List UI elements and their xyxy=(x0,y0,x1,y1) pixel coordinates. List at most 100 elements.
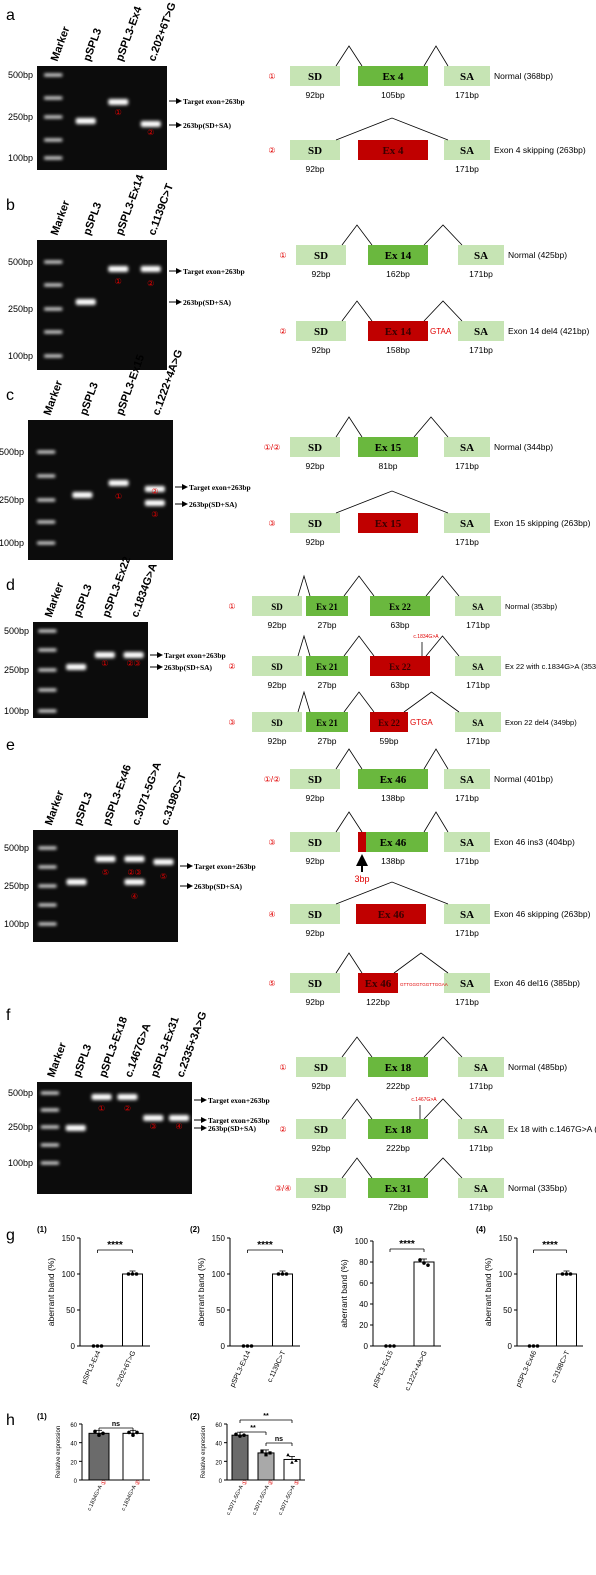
exon-size: 27bp xyxy=(318,736,337,746)
skip-line xyxy=(335,881,449,905)
sa-box-label: SA xyxy=(472,662,484,672)
y-tick-label: 80 xyxy=(359,1258,368,1267)
data-point xyxy=(268,1451,272,1455)
chart-sublabel: (2) xyxy=(190,1225,200,1234)
marker-band xyxy=(38,648,57,652)
sd-size: 92bp xyxy=(312,1143,331,1153)
gel-lane-label: pSPL3 xyxy=(72,583,95,619)
x-tick-mark: ② xyxy=(134,1479,143,1487)
splice-line xyxy=(343,575,375,597)
marker-band xyxy=(38,903,57,907)
sd-size: 92bp xyxy=(312,269,331,279)
sa-size: 171bp xyxy=(466,736,490,746)
panel-letter: a xyxy=(6,7,15,24)
sd-box xyxy=(290,140,340,160)
marker-band xyxy=(44,138,63,142)
y-tick-label: 60 xyxy=(359,1279,368,1288)
significance-label: ns xyxy=(275,1436,283,1443)
splice-line xyxy=(423,811,449,833)
marker-band xyxy=(37,520,56,524)
gel-size-label: 100bp xyxy=(0,538,24,548)
splice-line xyxy=(423,1098,463,1120)
splice-line xyxy=(343,691,375,713)
marker-band xyxy=(38,709,57,713)
x-tick-mark: ⑤ xyxy=(293,1479,302,1487)
x-tick-mark: ② xyxy=(267,1479,276,1487)
marker-band xyxy=(37,541,56,545)
y-axis-label: aberrant band (%) xyxy=(339,1259,349,1328)
splice-line xyxy=(341,1098,373,1120)
significance-label: ** xyxy=(250,1425,256,1432)
exon-box xyxy=(368,245,428,265)
y-axis-label: aberrant band (%) xyxy=(196,1258,206,1327)
band-mark: ② xyxy=(147,279,154,288)
significance-label: ns xyxy=(112,1421,120,1428)
diagram-mark: ①/② xyxy=(264,775,281,784)
sa-box-label: SA xyxy=(472,602,484,612)
gel-band xyxy=(143,1115,164,1121)
splice-line xyxy=(403,691,460,713)
splice-line xyxy=(423,300,463,322)
exon-size: 59bp xyxy=(380,736,399,746)
data-point xyxy=(564,1272,569,1276)
marker-band xyxy=(37,450,56,454)
exon-size: 27bp xyxy=(318,620,337,630)
y-tick-label: 100 xyxy=(499,1270,513,1279)
gel-band xyxy=(75,118,96,124)
sd-box-label: SD xyxy=(314,1124,328,1136)
gel-band xyxy=(123,652,144,658)
sd-box xyxy=(252,712,302,732)
skip-line xyxy=(335,117,449,141)
sd-box xyxy=(296,1178,346,1198)
y-tick-label: 20 xyxy=(359,1321,368,1330)
gel-lane-label: c.1139C>T xyxy=(146,182,176,237)
diagram-result: Ex 22 with c.1834G>A (353bp) xyxy=(505,662,596,671)
marker-band xyxy=(38,846,57,850)
sa-size: 171bp xyxy=(466,680,490,690)
data-point xyxy=(242,1433,246,1437)
data-point xyxy=(426,1263,430,1267)
y-tick-label: 40 xyxy=(215,1442,222,1448)
diagram-mark: ③ xyxy=(228,718,235,727)
sa-box-label: SA xyxy=(460,442,474,454)
sa-size: 171bp xyxy=(455,90,479,100)
data-point xyxy=(135,1430,139,1435)
chart-sublabel: (1) xyxy=(37,1412,47,1421)
data-point xyxy=(286,1453,290,1457)
data-point xyxy=(126,1272,131,1276)
band-mark: ② xyxy=(147,128,154,137)
gel-band xyxy=(91,1094,112,1100)
diagram-mark: ④ xyxy=(268,910,275,919)
sa-box-label: SA xyxy=(460,518,474,530)
sa-size: 171bp xyxy=(455,164,479,174)
diagram-result: Exon 46 del16 (385bp) xyxy=(494,978,580,988)
sd-size: 92bp xyxy=(268,736,287,746)
exon-box xyxy=(306,656,348,676)
sa-box xyxy=(455,712,501,732)
gel-size-label: 500bp xyxy=(8,1088,33,1098)
exon-size: 222bp xyxy=(386,1143,410,1153)
x-tick-label: c.1834G>A xyxy=(121,1484,138,1512)
splice-line xyxy=(423,1157,463,1179)
data-point xyxy=(276,1272,281,1276)
splice-line xyxy=(335,748,363,770)
sd-box-label: SD xyxy=(314,1183,328,1195)
exon-size: 63bp xyxy=(391,680,410,690)
exon-box-label: Ex 22 xyxy=(389,662,411,672)
gel-band xyxy=(144,486,165,492)
mutation-label: c.1467G>A xyxy=(411,1097,437,1103)
data-point xyxy=(568,1272,573,1276)
exon-box-label: Ex 46 xyxy=(380,774,407,786)
data-point xyxy=(130,1272,135,1276)
marker-band xyxy=(38,668,57,672)
splice-line xyxy=(423,45,449,67)
panel-letter: c xyxy=(6,387,14,404)
y-tick-label: 50 xyxy=(66,1306,75,1315)
splice-line xyxy=(413,416,449,438)
significance-label: **** xyxy=(399,1239,415,1250)
